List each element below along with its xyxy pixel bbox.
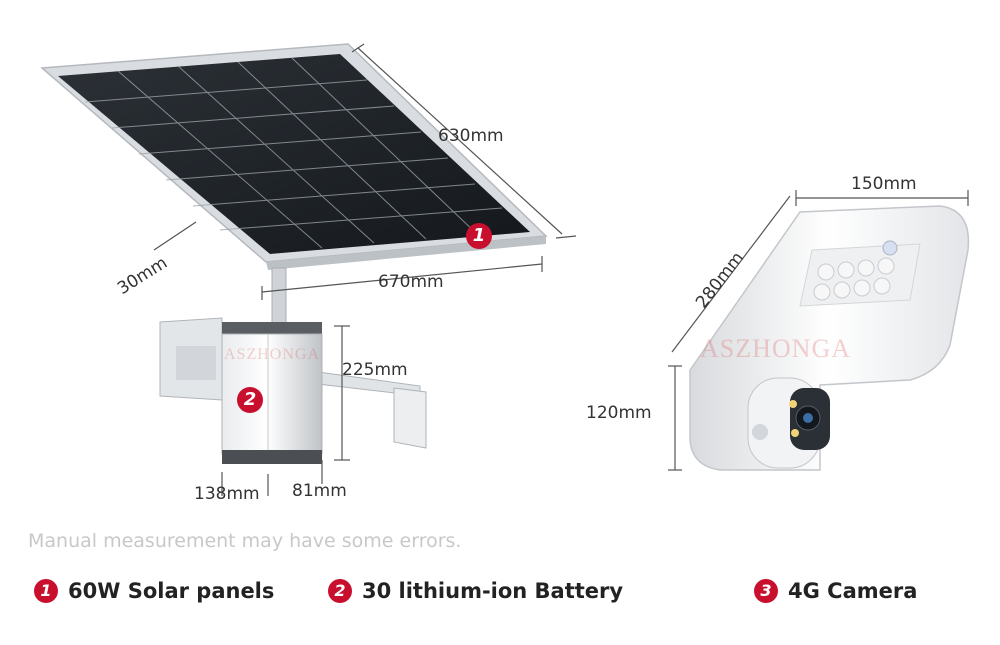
legend-item-camera: 3 4G Camera xyxy=(754,576,917,606)
led-array xyxy=(813,257,895,301)
panel-badge: 1 xyxy=(466,223,492,249)
panel-width-label: 670mm xyxy=(378,272,444,292)
camera-height-label: 120mm xyxy=(586,403,652,423)
legend-number: 3 xyxy=(754,579,778,603)
battery-box xyxy=(221,322,323,464)
battery-depth-label: 81mm xyxy=(292,481,347,501)
legend-number: 2 xyxy=(328,579,352,603)
measurement-note: Manual measurement may have some errors. xyxy=(28,530,462,552)
panel-height-label: 630mm xyxy=(438,126,504,146)
camera-width-label: 150mm xyxy=(851,174,917,194)
battery-width-label: 138mm xyxy=(194,484,260,504)
legend-label: 30 lithium-ion Battery xyxy=(362,579,624,603)
legend-item-solar-panels: 1 60W Solar panels xyxy=(34,576,274,606)
legend-label: 4G Camera xyxy=(788,579,918,603)
panel-pole xyxy=(271,267,287,327)
camera-watermark: ASZHONGA xyxy=(700,334,851,363)
panel-grid xyxy=(84,57,503,249)
battery-watermark: ASZHONGA xyxy=(224,346,320,363)
battery-height-label: 225mm xyxy=(342,360,408,380)
dimension-lines xyxy=(153,43,969,496)
legend-label: 60W Solar panels xyxy=(68,579,275,603)
legend-number: 1 xyxy=(34,579,58,603)
battery-badge: 2 xyxy=(237,387,263,413)
camera-body xyxy=(689,205,970,471)
legend-item-battery: 2 30 lithium-ion Battery xyxy=(328,576,623,606)
